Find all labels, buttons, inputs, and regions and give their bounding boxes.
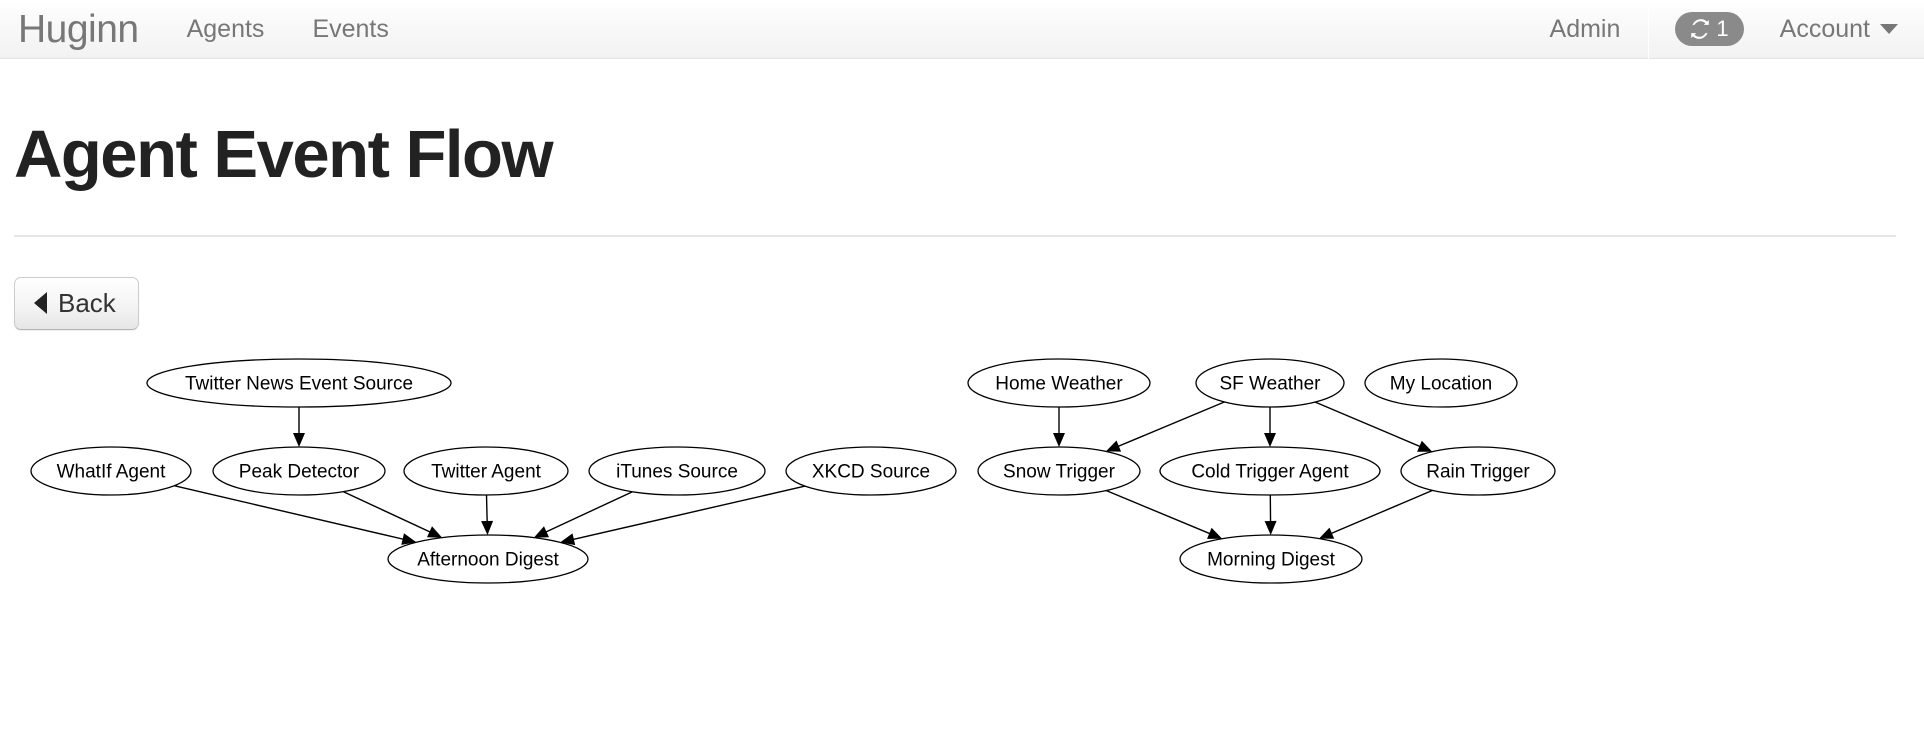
graph-node-sf_weather[interactable]: SF Weather (1195, 358, 1345, 408)
worker-status-cell: 1 (1649, 0, 1769, 58)
graph-node-peak_detector[interactable]: Peak Detector (212, 446, 386, 496)
graph-edge-arrowhead (533, 526, 549, 538)
graph-node-my_location[interactable]: My Location (1364, 358, 1518, 408)
graph-node-shape (1364, 358, 1518, 408)
nav-link-admin[interactable]: Admin (1549, 15, 1621, 43)
graph-node-label: WhatIf Agent (57, 462, 167, 483)
graph-edge (567, 485, 806, 542)
graph-node-shape (967, 358, 1151, 408)
refresh-sync-icon (1688, 17, 1712, 41)
nav-link-events[interactable]: Events (312, 14, 389, 43)
graph-node-shape (403, 446, 569, 496)
caret-down-icon (1880, 24, 1898, 34)
agent-flow-graph: Twitter News Event Source Home Weather SF … (14, 348, 1924, 648)
graph-edge-arrowhead (1417, 440, 1433, 452)
graph-node-label: SF Weather (1219, 374, 1321, 395)
back-button-label: Back (58, 288, 116, 318)
graph-edge-arrowhead (293, 433, 305, 447)
graph-node-twitter_news_event_source[interactable]: Twitter News Event Source (146, 358, 452, 408)
navbar-divider (1648, 0, 1650, 59)
worker-badge-count: 1 (1716, 16, 1729, 41)
graph-node-xkcd_source[interactable]: XKCD Source (785, 446, 957, 496)
navbar-right-group: Admin 1 Account (1522, 0, 1924, 59)
graph-edge (342, 490, 436, 536)
graph-node-label: XKCD Source (812, 462, 930, 483)
graph-node-label: Twitter News Event Source (185, 374, 413, 395)
chevron-left-icon (34, 292, 47, 314)
graph-node-morning_digest[interactable]: Morning Digest (1179, 534, 1363, 584)
graph-edge (173, 485, 409, 542)
account-dropdown-toggle[interactable]: Account (1770, 0, 1924, 58)
graph-node-afternoon_digest[interactable]: Afternoon Digest (387, 534, 589, 584)
graph-edge-arrowhead (401, 533, 417, 545)
graph-edge-arrowhead (427, 526, 443, 538)
graph-node-shape (977, 446, 1141, 496)
graph-edge-arrowhead (481, 520, 494, 535)
graph-node-shape (146, 358, 452, 408)
graph-node-shape (387, 534, 589, 584)
title-divider (14, 235, 1896, 237)
graph-node-shape (1400, 446, 1556, 496)
graph-node-label: Afternoon Digest (417, 550, 559, 571)
graph-edge (1105, 489, 1216, 537)
graph-node-shape (588, 446, 766, 496)
account-label: Account (1779, 14, 1870, 43)
brand-logo-huginn[interactable]: Huginn (18, 7, 139, 51)
graph-node-cold_trigger_agent[interactable]: Cold Trigger Agent (1159, 446, 1381, 496)
agent-flow-svg: Twitter News Event Source Home Weather SF … (30, 358, 1556, 584)
graph-node-shape (785, 446, 957, 496)
nav-link-agents[interactable]: Agents (186, 14, 265, 43)
back-button[interactable]: Back (14, 277, 139, 330)
graph-edge-arrowhead (560, 533, 576, 546)
graph-node-label: Home Weather (995, 374, 1123, 395)
graph-node-label: Peak Detector (239, 462, 360, 483)
graph-edge (1314, 401, 1426, 450)
page-container: Agent Event Flow Back Twitter News Event… (0, 59, 1924, 648)
worker-status-badge[interactable]: 1 (1675, 12, 1744, 46)
graph-node-label: iTunes Source (616, 462, 738, 483)
graph-node-label: Morning Digest (1207, 550, 1335, 571)
graph-node-shape (1179, 534, 1363, 584)
top-navbar: Huginn Agents Events Admin 1 Account (0, 0, 1924, 59)
graph-edges-layer (173, 401, 1433, 546)
graph-node-itunes_source[interactable]: iTunes Source (588, 446, 766, 496)
graph-edge (1112, 401, 1225, 450)
graph-node-rain_trigger[interactable]: Rain Trigger (1400, 446, 1556, 496)
graph-edge-arrowhead (1264, 433, 1276, 447)
graph-node-shape (1159, 446, 1381, 496)
graph-node-snow_trigger[interactable]: Snow Trigger (977, 446, 1141, 496)
graph-edge (1325, 489, 1433, 537)
graph-node-twitter_agent[interactable]: Twitter Agent (403, 446, 569, 496)
graph-edge-arrowhead (1319, 527, 1335, 539)
graph-node-shape (212, 446, 386, 496)
graph-edge-arrowhead (1053, 433, 1065, 447)
graph-node-whatif_agent[interactable]: WhatIf Agent (30, 446, 192, 496)
page-title: Agent Event Flow (14, 117, 554, 192)
graph-node-label: Rain Trigger (1426, 462, 1530, 483)
graph-edge-arrowhead (1264, 520, 1277, 535)
graph-edge-arrowhead (1207, 527, 1223, 539)
graph-node-label: Twitter Agent (431, 462, 542, 483)
graph-edge (540, 491, 633, 536)
graph-node-label: My Location (1390, 374, 1492, 395)
navbar-left-group: Huginn Agents Events (0, 0, 413, 58)
graph-node-shape (1195, 358, 1345, 408)
graph-edge-arrowhead (1105, 440, 1122, 452)
graph-node-home_weather[interactable]: Home Weather (967, 358, 1151, 408)
graph-nodes-layer: Twitter News Event Source Home Weather SF … (30, 358, 1556, 584)
graph-node-shape (30, 446, 192, 496)
graph-node-label: Cold Trigger Agent (1191, 462, 1349, 483)
graph-node-label: Snow Trigger (1003, 462, 1116, 483)
